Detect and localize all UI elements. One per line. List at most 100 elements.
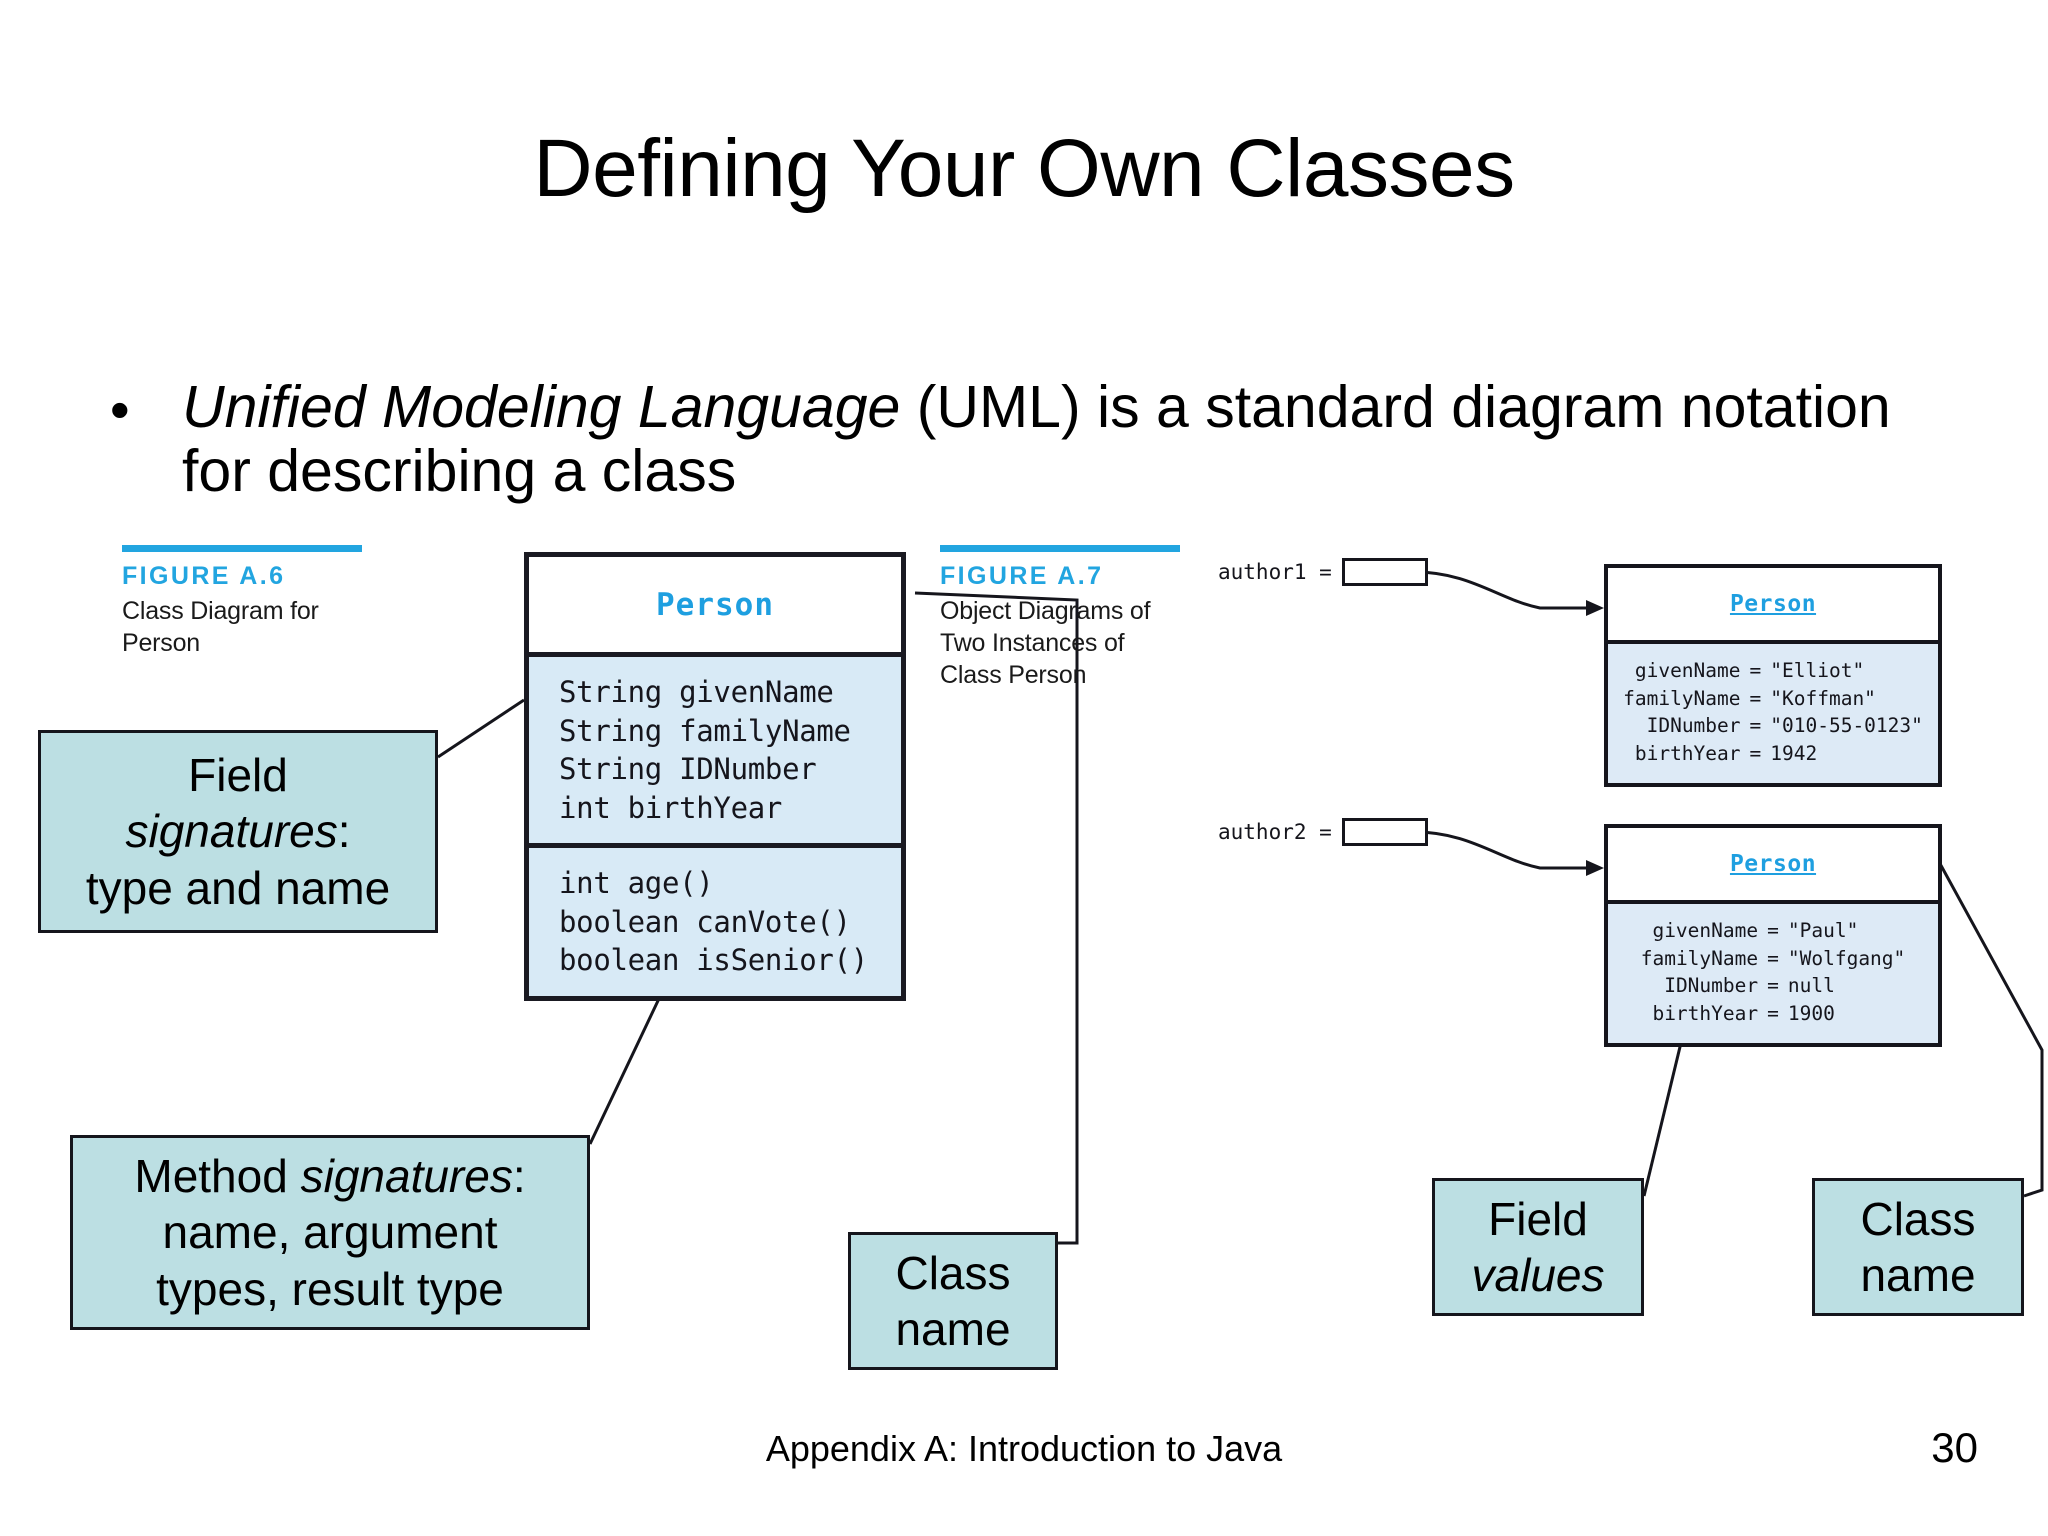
object-class-name: Person — [1729, 851, 1817, 877]
object-field-table: givenName = "Paul" familyName = "Wolfgan… — [1641, 917, 1906, 1028]
callout-line: name — [1860, 1249, 1976, 1301]
object-reference-label: author2 = — [1218, 820, 1332, 844]
object-reference-cell — [1341, 818, 1428, 846]
object-field-row: givenName = "Elliot" — [1623, 657, 1923, 685]
object-reference-label: author1 = — [1218, 560, 1332, 584]
callout-field-signatures: Field signatures: type and name — [38, 730, 438, 933]
object-field-row: birthYear = 1900 — [1641, 1000, 1906, 1028]
object-field-row: givenName = "Paul" — [1641, 917, 1906, 945]
callout-line: types, result type — [156, 1262, 504, 1315]
callout-line-italic: values — [1471, 1249, 1605, 1301]
figure-a7-label: FIGURE A.7 — [940, 562, 1104, 590]
object-field-value: "Wolfgang" — [1787, 946, 1906, 970]
uml-class-separator — [529, 843, 901, 849]
bullet-text: Unified Modeling Language (UML) is a sta… — [182, 375, 1972, 504]
uml-class-methods-section: int age() boolean canVote() boolean isSe… — [529, 848, 901, 996]
object-field-operator: = — [1749, 686, 1762, 710]
figure-a7-rule — [940, 545, 1180, 552]
callout-line: Class — [1860, 1192, 1976, 1245]
object-field-row: IDNumber = null — [1641, 972, 1906, 1000]
footer-text: Appendix A: Introduction to Java — [765, 1428, 1283, 1469]
bullet-item: • Unified Modeling Language (UML) is a s… — [110, 375, 1990, 504]
uml-field-line: String givenName — [559, 675, 834, 709]
figure-a6-description: Class Diagram for Person — [122, 597, 319, 657]
callout-colon: : — [337, 805, 351, 858]
object-field-value: "Paul" — [1787, 919, 1859, 942]
object-field-operator: = — [1749, 742, 1762, 766]
object-diagram-box: Person givenName = "Elliot" familyName =… — [1604, 564, 1942, 787]
object-diagram-box: Person givenName = "Paul" familyName = "… — [1604, 824, 1942, 1047]
object-field-name: birthYear — [1634, 742, 1741, 766]
uml-field-line: String IDNumber — [559, 752, 817, 787]
object-field-name: IDNumber — [1646, 714, 1741, 738]
callout-line: type and name — [85, 861, 391, 914]
object-field-row: familyName = "Wolfgang" — [1641, 945, 1906, 973]
object-field-name: familyName — [1623, 686, 1741, 710]
figure-a7-description: Object Diagrams of Two Instances of Clas… — [940, 597, 1151, 689]
object-diagram-fields: givenName = "Elliot" familyName = "Koffm… — [1608, 644, 1938, 783]
object-field-operator: = — [1767, 1002, 1779, 1026]
object-field-operator: = — [1767, 919, 1779, 942]
callout-field-values: Field values — [1432, 1178, 1644, 1316]
callout-line: Method signatures: — [134, 1148, 525, 1204]
object-reference-author2: author2 = — [1218, 818, 1428, 846]
uml-class-header: Person — [529, 557, 901, 652]
uml-method-line: boolean isSenior() — [559, 943, 868, 978]
object-diagram-fields: givenName = "Paul" familyName = "Wolfgan… — [1608, 904, 1938, 1043]
connector-author2-arrow — [1586, 860, 1604, 876]
object-field-value: "Koffman" — [1770, 686, 1876, 710]
callout-line: signatures: — [125, 803, 350, 859]
leader-line-field-values — [1642, 1021, 1688, 1197]
callout-method-signatures: Method signatures: name, argument types,… — [70, 1135, 590, 1330]
object-field-value: 1942 — [1770, 742, 1818, 766]
uml-method-line: boolean canVote() — [559, 904, 851, 939]
callout-class-name-left: Class name — [848, 1232, 1058, 1370]
object-field-name: familyName — [1640, 946, 1759, 970]
object-field-row: familyName = "Koffman" — [1623, 685, 1923, 713]
page-title: Defining Your Own Classes — [533, 123, 1515, 214]
callout-head: Method — [134, 1150, 301, 1203]
uml-class-box: Person String givenName String familyNam… — [524, 552, 906, 1001]
object-class-name: Person — [1729, 591, 1817, 617]
object-field-value: "Elliot" — [1770, 659, 1865, 682]
figure-a6-caption: FIGURE A.6 Class Diagram for Person — [122, 545, 362, 659]
connector-author1 — [1414, 570, 1596, 610]
object-field-name: IDNumber — [1664, 974, 1759, 998]
object-diagram-header: Person — [1608, 568, 1938, 640]
object-field-name: birthYear — [1652, 1002, 1759, 1026]
object-field-row: IDNumber = "010-55-0123" — [1623, 712, 1923, 740]
figure-a7-caption: FIGURE A.7 Object Diagrams of Two Instan… — [940, 545, 1180, 691]
page-number: 30 — [1931, 1424, 1978, 1471]
object-field-value: null — [1787, 974, 1835, 998]
uml-method-line: int age() — [559, 866, 714, 901]
connector-author2 — [1414, 830, 1596, 870]
uml-class-separator — [529, 652, 901, 657]
object-diagram-header: Person — [1608, 828, 1938, 900]
uml-class-name: Person — [656, 586, 774, 623]
leader-line-field-signatures — [437, 698, 525, 759]
bullet-marker-icon: • — [110, 378, 130, 441]
callout-line: name, argument — [162, 1206, 498, 1259]
object-field-operator: = — [1749, 659, 1762, 682]
connector-author1-arrow — [1586, 600, 1604, 616]
callout-class-name-right: Class name — [1812, 1178, 2024, 1316]
callout-line: Class — [895, 1246, 1011, 1299]
object-field-operator: = — [1767, 974, 1779, 998]
figure-a6-label: FIGURE A.6 — [122, 562, 286, 590]
object-reference-author1: author1 = — [1218, 558, 1428, 586]
bullet-emphasis: Unified Modeling Language — [182, 374, 901, 440]
bullet-rest: (UML) is a standard diagram notation for… — [182, 374, 1891, 505]
figure-a6-rule — [122, 545, 362, 552]
object-field-value: 1900 — [1787, 1002, 1835, 1026]
object-field-operator: = — [1749, 714, 1762, 738]
object-field-name: givenName — [1634, 659, 1741, 682]
leader-line-class-name-right — [1936, 859, 2044, 1198]
callout-line: name — [895, 1303, 1011, 1355]
object-diagram-separator — [1608, 640, 1938, 644]
object-field-row: birthYear = 1942 — [1623, 740, 1923, 768]
object-reference-cell — [1341, 558, 1428, 586]
object-field-name: givenName — [1652, 919, 1759, 942]
callout-colon: : — [512, 1150, 526, 1203]
object-field-value: "010-55-0123" — [1770, 714, 1923, 738]
object-diagram-separator — [1608, 900, 1938, 904]
